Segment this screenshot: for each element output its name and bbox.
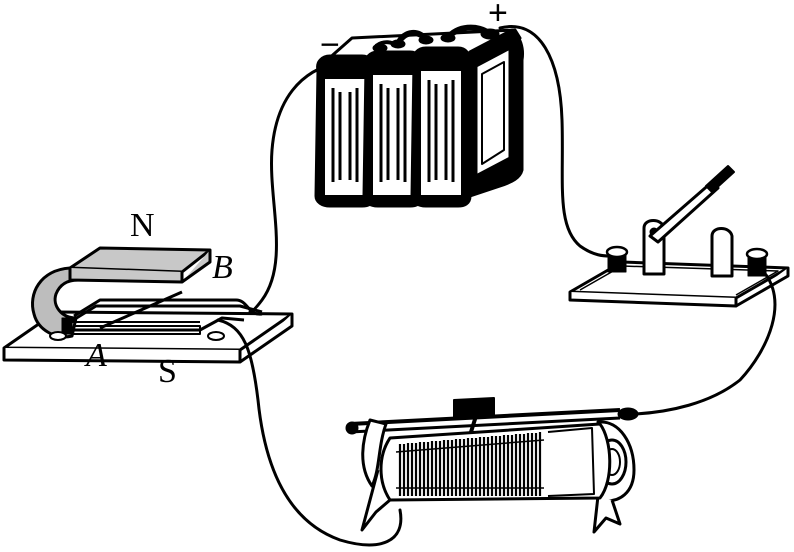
battery-cell-2	[362, 50, 424, 208]
battery-cell-3	[410, 46, 472, 208]
label-rail-b: B	[212, 249, 233, 286]
slider-contact	[453, 397, 495, 419]
resistance-coil	[395, 432, 545, 496]
battery-terminals	[338, 24, 500, 65]
switch-blade	[648, 180, 720, 244]
label-negative: −	[320, 26, 340, 64]
movable-rod	[99, 290, 183, 330]
label-north: N	[130, 207, 155, 244]
labels: N B A S − +	[84, 0, 508, 390]
battery-pack	[314, 24, 524, 208]
conducting-rails	[61, 298, 263, 335]
magnet-rail-assembly	[2, 246, 294, 364]
rheostat	[345, 397, 639, 534]
label-rail-a: A	[84, 337, 107, 374]
switch-handle	[705, 165, 735, 193]
wire-switch-to-rheostat	[634, 268, 777, 416]
label-positive: +	[488, 0, 508, 32]
switch-terminal-left	[605, 245, 629, 273]
label-south: S	[158, 353, 177, 390]
knife-switch	[568, 165, 790, 308]
connecting-wires	[216, 25, 777, 547]
magnet-top-pole	[68, 246, 212, 274]
wire-battery-neg-to-rail-b	[248, 60, 342, 314]
wire-rail-a-to-rheostat	[216, 318, 403, 547]
wire-battery-pos-to-switch	[498, 25, 612, 258]
